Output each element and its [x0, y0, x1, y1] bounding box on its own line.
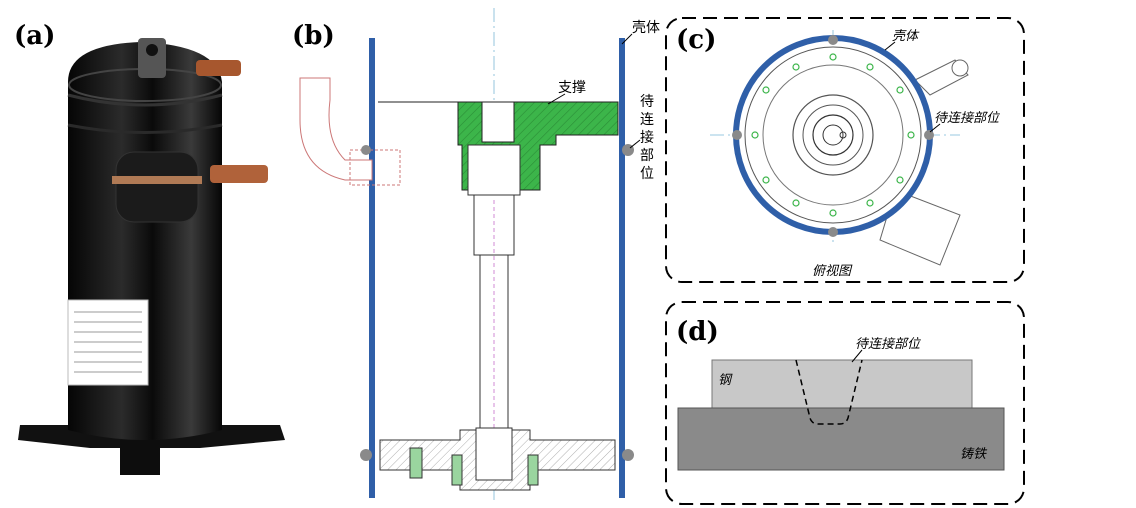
lifting-lug — [138, 38, 166, 78]
bearing-circle — [792, 94, 874, 176]
label-joint-vertical: 待 连 接 部 位 — [640, 94, 654, 182]
label-shell-b: 壳体 — [632, 19, 660, 36]
bolt-left — [409, 447, 423, 479]
terminal-box — [115, 151, 199, 223]
pipe-stub-end — [951, 59, 969, 77]
oil-hole — [839, 131, 847, 139]
compressor-foot — [120, 440, 160, 475]
bolt-hole-ring — [751, 53, 915, 217]
label-shell-c: 壳体 — [892, 29, 920, 44]
panel-c-frame — [665, 17, 1025, 283]
leader-joint-c — [929, 123, 941, 133]
panel-a: (a) — [14, 21, 285, 475]
weld-spot-upper-left — [361, 145, 371, 155]
bolt-center-right — [527, 454, 539, 486]
suction-fitting — [349, 149, 401, 186]
label-cast-iron: 铸铁 — [960, 447, 988, 462]
leader-support — [547, 93, 566, 105]
steel-plate — [711, 359, 973, 409]
joint-char-2: 连 — [640, 112, 654, 128]
weld-spot-left — [732, 130, 742, 140]
panel-b: (b) 壳体 支撑 待 连 接 — [292, 8, 660, 500]
weld-spot-right — [924, 130, 934, 140]
panel-a-label: (a) — [14, 21, 55, 51]
joint-groove-outline — [795, 359, 863, 425]
label-joint-d: 待连接部位 — [855, 336, 922, 352]
panel-b-label: (b) — [292, 21, 335, 51]
panel-c-label: (c) — [676, 25, 716, 55]
bearing-inner-circle — [802, 104, 864, 166]
panel-d-label: (d) — [676, 317, 719, 347]
joint-char-3: 接 — [640, 129, 654, 146]
cast-iron-plate — [677, 407, 1005, 471]
leader-shell-b — [621, 33, 633, 45]
joint-char-4: 部 — [640, 148, 654, 164]
nameplate-lines — [74, 311, 142, 373]
weld-spot-bottom — [828, 227, 838, 237]
leader-shell-c — [884, 41, 896, 51]
support-outer-circle — [744, 46, 922, 224]
shell-ring-top-view — [733, 35, 933, 235]
clamp-band-top — [67, 93, 223, 107]
suction-tube-section — [299, 77, 373, 181]
copper-band — [112, 176, 202, 184]
label-steel: 钢 — [718, 373, 733, 388]
support-mid-circle — [762, 64, 904, 206]
bearing-bore — [481, 101, 515, 143]
compressor-illustration — [18, 38, 285, 475]
weld-spot-lower-left — [360, 449, 372, 461]
joint-char-5: 位 — [640, 166, 654, 182]
shaft-core-circle — [822, 124, 844, 146]
panel-d: (d) 待连接部位 钢 铸铁 — [665, 301, 1025, 505]
leader-joint-d — [851, 349, 863, 363]
joint-char-1: 待 — [640, 94, 654, 110]
suction-pipe — [196, 60, 241, 76]
caption-top-view: 俯视图 — [812, 263, 853, 279]
bolt-center-left — [451, 454, 463, 486]
panel-c: (c) 壳体 待连接部位 俯视图 — [665, 17, 1025, 283]
shell-wall-right — [619, 38, 625, 498]
weld-spot-top — [828, 35, 838, 45]
discharge-pipe — [210, 165, 268, 183]
shell-wall-left — [369, 38, 375, 498]
weld-spot-lower-right — [622, 449, 634, 461]
lifting-lug-hole — [146, 44, 158, 56]
leader-joint-b — [629, 139, 641, 149]
lower-shaft-end — [475, 427, 513, 481]
shaft-hub — [467, 144, 521, 196]
shaft-circle — [812, 114, 854, 156]
clamp-band-mid — [67, 123, 223, 134]
label-support: 支撑 — [558, 80, 586, 96]
label-joint-c: 待连接部位 — [934, 110, 1001, 126]
